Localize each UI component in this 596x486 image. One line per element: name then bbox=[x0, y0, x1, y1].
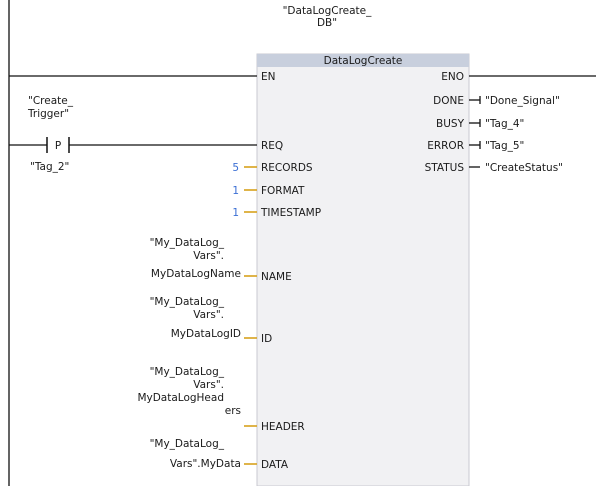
id-tag-line1: "My_DataLog_ bbox=[150, 296, 225, 308]
output-done: DONE "Done_Signal" bbox=[433, 95, 560, 107]
data-tag-line1: "My_DataLog_ bbox=[150, 438, 225, 450]
pin-done: DONE bbox=[433, 95, 464, 107]
pin-error: ERROR bbox=[427, 140, 464, 152]
input-format: 1 FORMAT bbox=[232, 185, 305, 197]
input-data: "My_DataLog_ Vars".MyData DATA bbox=[150, 438, 289, 471]
input-timestamp: 1 TIMESTAMP bbox=[232, 207, 321, 219]
format-constant: 1 bbox=[232, 185, 239, 197]
block-title: DataLogCreate bbox=[324, 55, 403, 67]
block-body bbox=[256, 53, 470, 486]
error-tag: "Tag_5" bbox=[485, 140, 524, 152]
status-tag: "CreateStatus" bbox=[485, 162, 563, 174]
input-name: "My_DataLog_ Vars". MyDataLogName NAME bbox=[150, 237, 292, 283]
pin-en: EN bbox=[261, 71, 276, 83]
name-tag-line3: MyDataLogName bbox=[151, 268, 241, 280]
p-edge-contact[interactable]: P bbox=[9, 137, 257, 153]
name-tag-line1: "My_DataLog_ bbox=[150, 237, 225, 249]
timestamp-constant: 1 bbox=[232, 207, 239, 219]
contact-tag-line2: Trigger" bbox=[27, 108, 69, 120]
data-tag-line2: Vars".MyData bbox=[170, 458, 241, 470]
done-tag: "Done_Signal" bbox=[485, 95, 560, 107]
instance-db-label-line2: DB" bbox=[317, 17, 337, 29]
header-tag-line1: "My_DataLog_ bbox=[150, 366, 225, 378]
header-tag-line4: ers bbox=[225, 405, 241, 417]
pin-busy: BUSY bbox=[436, 118, 465, 130]
input-header: "My_DataLog_ Vars". MyDataLogHead ers HE… bbox=[137, 366, 304, 433]
pin-status: STATUS bbox=[425, 162, 465, 174]
pin-data: DATA bbox=[261, 459, 289, 471]
pin-format: FORMAT bbox=[261, 185, 305, 197]
header-tag-line3: MyDataLogHead bbox=[137, 392, 224, 404]
name-tag-line2: Vars". bbox=[193, 250, 224, 262]
instance-db-label-line1: "DataLogCreate_ bbox=[283, 5, 373, 17]
block-header bbox=[257, 54, 469, 67]
pin-timestamp: TIMESTAMP bbox=[260, 207, 321, 219]
pin-header: HEADER bbox=[261, 421, 305, 433]
output-error: ERROR "Tag_5" bbox=[427, 140, 524, 152]
output-status: STATUS "CreateStatus" bbox=[425, 162, 563, 174]
contact-symbol: P bbox=[55, 140, 61, 152]
input-records: 5 RECORDS bbox=[232, 162, 313, 174]
contact-address-tag: "Tag_2" bbox=[30, 161, 69, 173]
input-id: "My_DataLog_ Vars". MyDataLogID ID bbox=[150, 296, 273, 345]
pin-req: REQ bbox=[261, 140, 283, 152]
pin-name: NAME bbox=[261, 271, 292, 283]
busy-tag: "Tag_4" bbox=[485, 118, 524, 130]
records-constant: 5 bbox=[232, 162, 239, 174]
id-tag-line3: MyDataLogID bbox=[171, 328, 241, 340]
header-tag-line2: Vars". bbox=[193, 379, 224, 391]
output-busy: BUSY "Tag_4" bbox=[436, 118, 524, 130]
pin-records: RECORDS bbox=[261, 162, 313, 174]
id-tag-line2: Vars". bbox=[193, 309, 224, 321]
pin-id: ID bbox=[261, 333, 272, 345]
contact-tag-line1: "Create_ bbox=[28, 95, 74, 107]
function-block[interactable]: DataLogCreate bbox=[256, 53, 470, 486]
pin-eno: ENO bbox=[441, 71, 464, 83]
